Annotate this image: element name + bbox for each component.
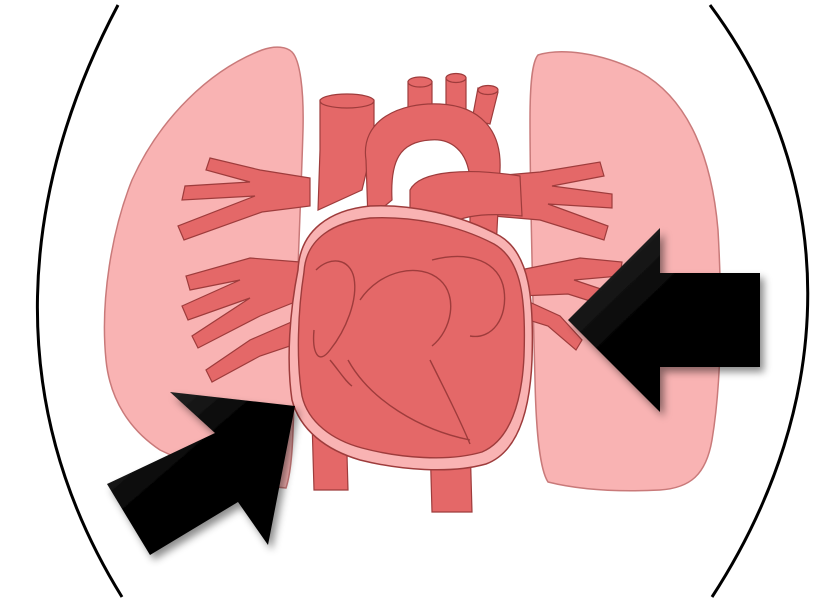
vena-cava-opening: [320, 94, 374, 108]
heart-body: [298, 218, 524, 458]
